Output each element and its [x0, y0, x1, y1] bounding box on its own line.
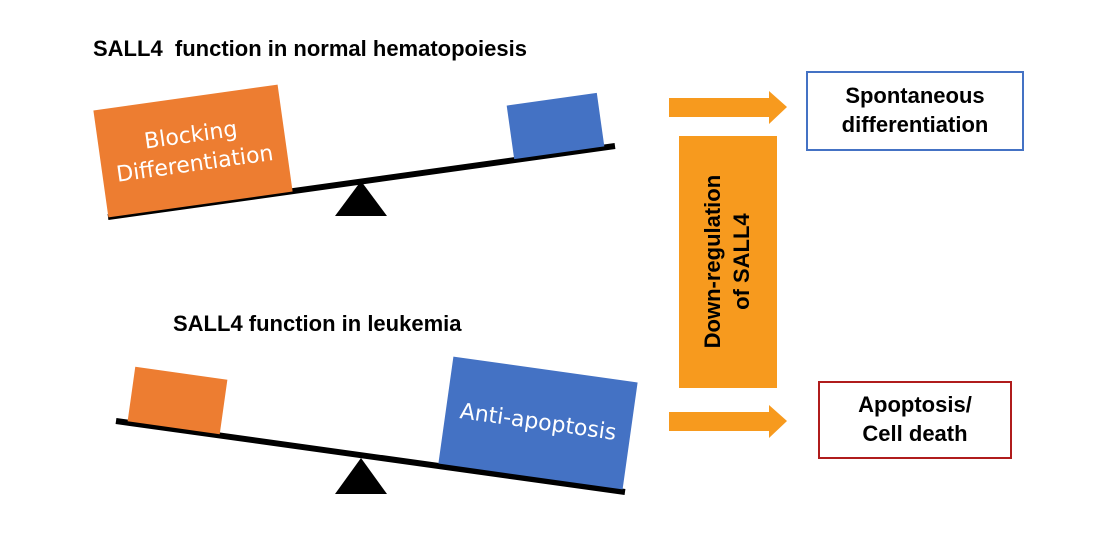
- down-regulation-bar: Down-regulation of SALL4: [679, 136, 777, 388]
- top-outcome-line2: differentiation: [841, 112, 989, 137]
- bottom-scale-title: SALL4 function in leukemia: [173, 311, 462, 336]
- down-regulation-line2: of SALL4: [729, 213, 755, 311]
- top-arrow: [669, 91, 787, 124]
- bottom-outcome-line2: Cell death: [862, 421, 968, 446]
- top-fulcrum: [335, 181, 387, 216]
- bottom-arrow: [669, 405, 787, 438]
- bottom-fulcrum: [335, 458, 387, 494]
- spontaneous-differentiation-box: Spontaneous differentiation: [806, 71, 1024, 151]
- bottom-beam: [115, 418, 626, 495]
- top-outcome-line1: Spontaneous: [845, 83, 985, 109]
- top-scale-title: SALL4 function in normal hematopoiesis: [93, 36, 527, 61]
- bottom-outcome-line1: Apoptosis/: [858, 392, 972, 418]
- apoptosis-cell-death-box: Apoptosis/ Cell death: [818, 381, 1012, 459]
- down-regulation-line1: Down-regulation: [700, 175, 726, 349]
